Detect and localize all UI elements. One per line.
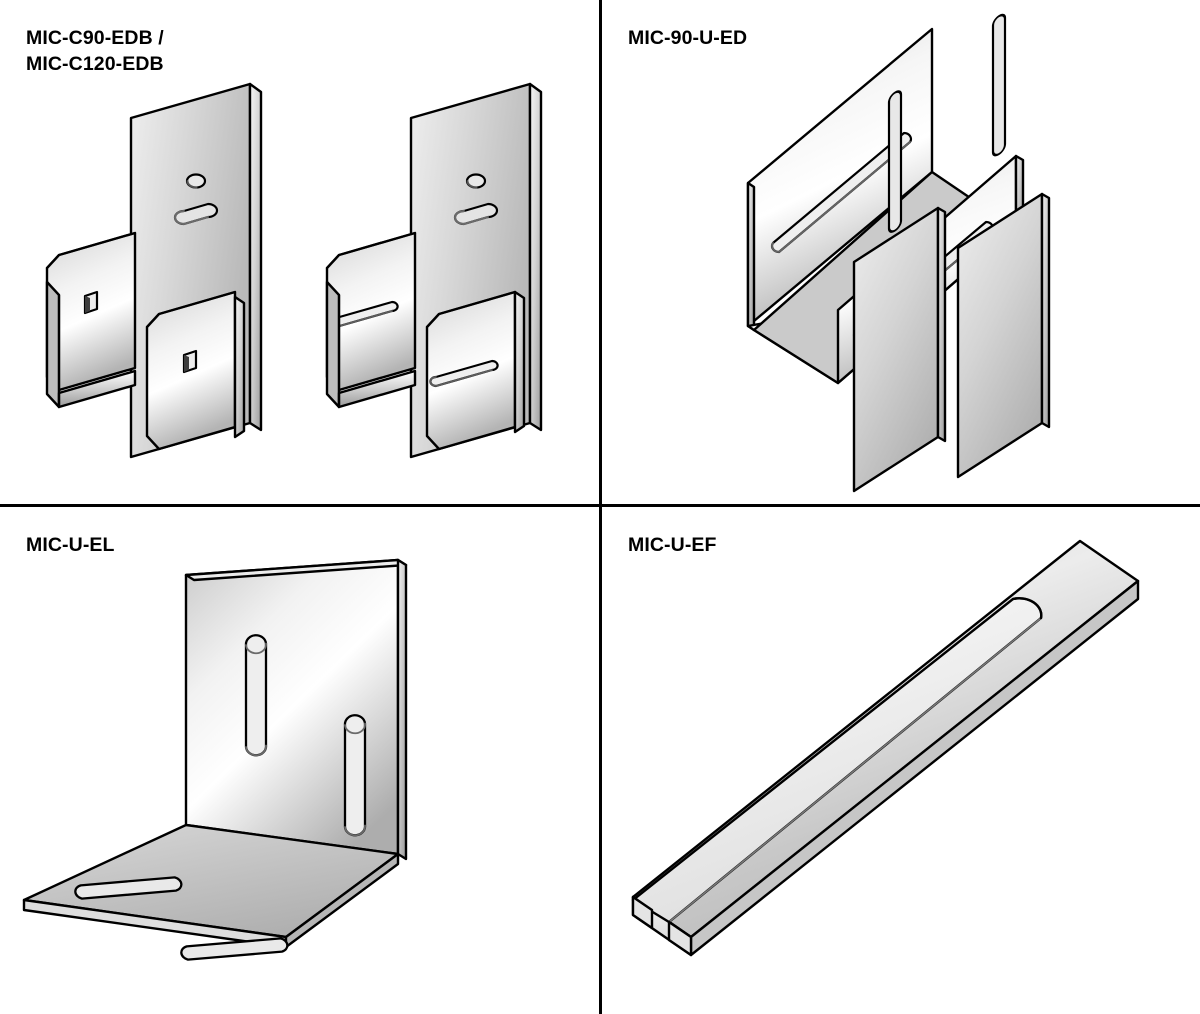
u-channel-left-upper-wing <box>45 231 137 392</box>
u-channel-left-web <box>45 280 137 409</box>
u-channel-left-lower-wing <box>145 290 246 451</box>
quadrant-top-right: MIC-90-U-ED <box>602 0 1200 504</box>
u-channel-right-web <box>325 280 417 409</box>
quadrant-label-mic-u-el: MIC-U-EL <box>26 534 115 556</box>
grid-divider-vertical <box>599 0 602 1014</box>
u-channel-right-upper-wing <box>325 231 417 392</box>
vertical-channel-front-plate <box>956 13 1051 479</box>
grid-divider-horizontal <box>0 504 1200 507</box>
angle-bracket-base-leg <box>22 823 400 961</box>
quadrant-bottom-right: MIC-U-EF <box>602 507 1200 1011</box>
quadrant-label-mic-u-ef: MIC-U-EF <box>628 534 717 556</box>
quadrant-bottom-left: MIC-U-EL <box>0 507 599 1011</box>
product-illustration-mic-c90-edb <box>0 0 599 504</box>
quadrant-top-left: MIC-C90-EDB / MIC-C120-EDB <box>0 0 599 504</box>
quadrant-label-mic-c90-edb: MIC-C90-EDB / MIC-C120-EDB <box>26 27 164 75</box>
product-illustration-mic-90-u-ed <box>602 0 1200 504</box>
quadrant-label-mic-90-u-ed: MIC-90-U-ED <box>628 27 748 49</box>
vertical-channel-back-plate <box>852 90 947 493</box>
product-illustration-mic-u-el <box>0 507 599 1011</box>
u-channel-right-lower-wing <box>425 290 526 451</box>
product-illustration-mic-u-ef <box>602 507 1200 1011</box>
angle-bracket-upright-leg <box>184 558 408 861</box>
flat-bar-fork-connector <box>631 539 1140 957</box>
